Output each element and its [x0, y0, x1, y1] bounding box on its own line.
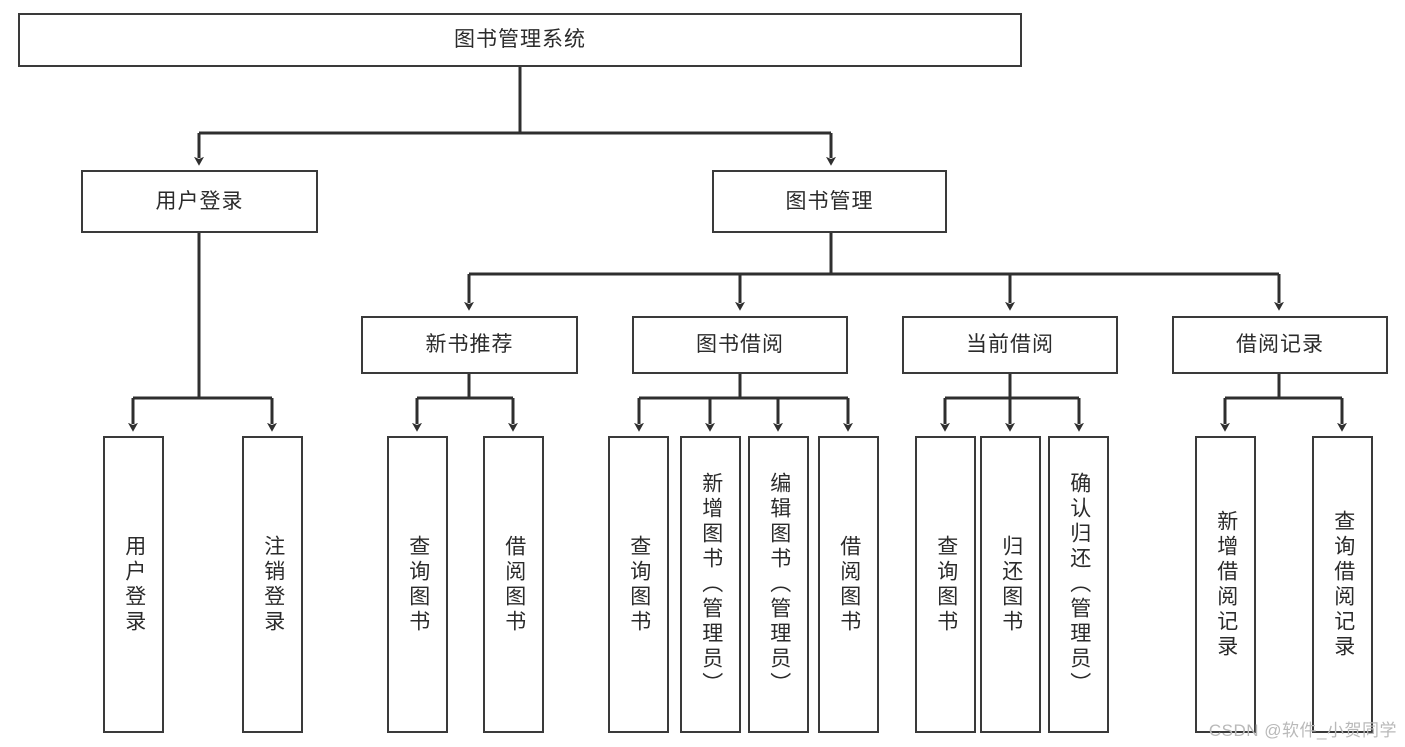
leaf-user-login-signout[interactable]: 注销登录: [242, 436, 303, 733]
leaf-borrow-record-query-record[interactable]: 查询借阅记录: [1312, 436, 1373, 733]
leaf-book-borrow-query-book[interactable]: 查询图书: [608, 436, 669, 733]
leaf-current-borrow-return-book[interactable]: 归还图书: [980, 436, 1041, 733]
node-label: 新增借阅记录: [1214, 509, 1238, 660]
node-label: 新书推荐: [425, 333, 514, 357]
node-book-management[interactable]: 图书管理: [712, 170, 947, 233]
node-label: 编辑图书（管理员）: [767, 472, 791, 697]
node-user-login[interactable]: 用户登录: [81, 170, 318, 233]
node-label: 查询图书: [406, 534, 430, 635]
node-label: 查询图书: [627, 534, 651, 635]
leaf-book-borrow-borrow-book[interactable]: 借阅图书: [818, 436, 879, 733]
node-label: 确认归还（管理员）: [1067, 472, 1091, 697]
leaf-current-borrow-confirm-return-admin[interactable]: 确认归还（管理员）: [1048, 436, 1109, 733]
node-label: 图书借阅: [696, 333, 784, 357]
node-new-book-recommend[interactable]: 新书推荐: [361, 316, 578, 374]
node-label: 用户登录: [122, 534, 146, 635]
node-current-borrow[interactable]: 当前借阅: [902, 316, 1118, 374]
node-label: 用户登录: [155, 189, 244, 213]
node-root-book-management-system[interactable]: 图书管理系统: [18, 13, 1022, 67]
node-label: 借阅记录: [1236, 333, 1324, 357]
node-label: 注销登录: [261, 534, 285, 635]
leaf-book-borrow-add-book-admin[interactable]: 新增图书（管理员）: [680, 436, 741, 733]
leaf-user-login-signin[interactable]: 用户登录: [103, 436, 164, 733]
node-book-borrow[interactable]: 图书借阅: [632, 316, 848, 374]
node-label: 当前借阅: [966, 333, 1054, 357]
node-borrow-record[interactable]: 借阅记录: [1172, 316, 1388, 374]
node-label: 借阅图书: [837, 534, 861, 635]
leaf-current-borrow-query-book[interactable]: 查询图书: [915, 436, 976, 733]
leaf-borrow-record-add-record[interactable]: 新增借阅记录: [1195, 436, 1256, 733]
node-label: 新增图书（管理员）: [699, 472, 723, 697]
node-label: 归还图书: [999, 534, 1023, 635]
leaf-new-book-borrow-book[interactable]: 借阅图书: [483, 436, 544, 733]
node-label: 查询借阅记录: [1331, 509, 1355, 660]
node-label: 图书管理: [785, 189, 874, 213]
watermark: CSDN @软件_小贺同学: [1208, 721, 1397, 740]
leaf-new-book-query-book[interactable]: 查询图书: [387, 436, 448, 733]
node-label: 借阅图书: [502, 534, 526, 635]
leaf-book-borrow-edit-book-admin[interactable]: 编辑图书（管理员）: [748, 436, 809, 733]
node-label: 查询图书: [934, 534, 958, 635]
node-label: 图书管理系统: [454, 28, 586, 52]
